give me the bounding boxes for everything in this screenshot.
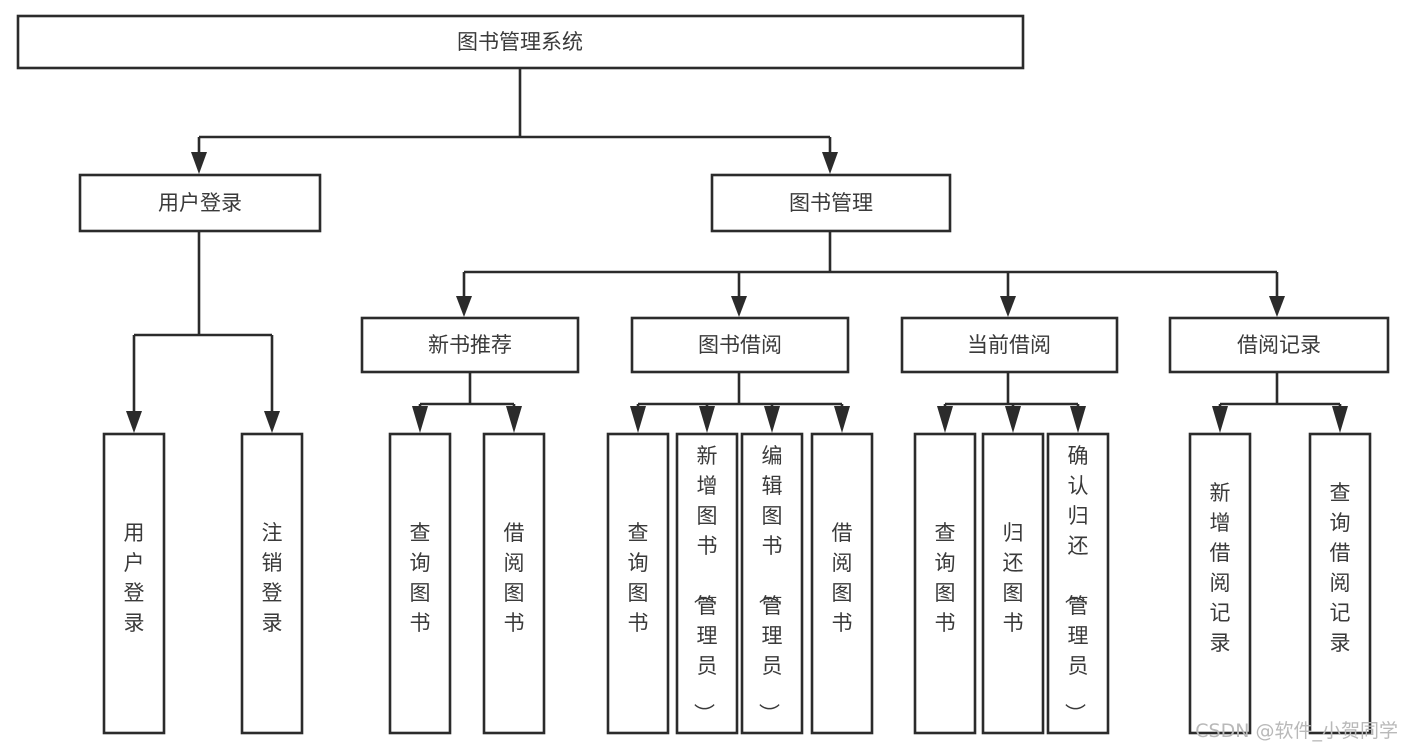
node-borrow-record[interactable]: 借阅记录 xyxy=(1168,316,1390,374)
node-leaf-user-login-box[interactable] xyxy=(102,432,166,735)
node-user-login-box[interactable] xyxy=(78,173,322,233)
node-current-borrow-label: 当前借阅 xyxy=(967,333,1051,357)
node-leaf-query-book-3-label: 查询图书 xyxy=(935,521,956,635)
node-book-manage-label: 图书管理 xyxy=(789,191,873,215)
node-leaf-confirm-return-box[interactable] xyxy=(1046,432,1110,735)
arrow-head-new-book-recommend xyxy=(456,296,472,317)
node-leaf-user-login[interactable]: 用户登录 xyxy=(102,432,166,735)
node-book-manage-box[interactable] xyxy=(710,173,952,233)
node-leaf-add-book[interactable]: 新增图书（管理员） xyxy=(675,432,739,735)
node-leaf-borrow-book-2-label: 借阅图书 xyxy=(832,521,853,635)
arrow-head-book-borrow xyxy=(731,296,747,317)
node-leaf-user-login-label: 用户登录 xyxy=(124,521,145,635)
node-leaf-query-record-box[interactable] xyxy=(1308,432,1372,735)
arrow-head-user-login xyxy=(191,152,207,174)
node-new-book-recommend-box[interactable] xyxy=(360,316,580,374)
node-root-box[interactable] xyxy=(16,14,1025,70)
node-leaf-borrow-book-2[interactable]: 借阅图书 xyxy=(810,432,874,735)
node-leaf-borrow-book-2-box[interactable] xyxy=(810,432,874,735)
node-root[interactable]: 图书管理系统 xyxy=(16,14,1025,70)
node-leaf-query-book-1[interactable]: 查询图书 xyxy=(388,432,452,735)
node-leaf-borrow-book-1[interactable]: 借阅图书 xyxy=(482,432,546,735)
node-leaf-query-book-1-label: 查询图书 xyxy=(410,521,431,635)
node-leaf-borrow-book-1-label: 借阅图书 xyxy=(504,521,525,635)
arrow-head-leaf-edit-book xyxy=(764,406,780,433)
node-book-manage[interactable]: 图书管理 xyxy=(710,173,952,233)
node-current-borrow[interactable]: 当前借阅 xyxy=(900,316,1119,374)
node-book-borrow-box[interactable] xyxy=(630,316,850,374)
node-leaf-query-book-2[interactable]: 查询图书 xyxy=(606,432,670,735)
arrow-head-leaf-query-record xyxy=(1332,406,1348,433)
node-user-login-label: 用户登录 xyxy=(158,191,242,215)
node-leaf-query-book-1-box[interactable] xyxy=(388,432,452,735)
node-leaf-confirm-return-label: 确认归还（管理员） xyxy=(1063,444,1089,724)
arrow-head-leaf-user-logout xyxy=(264,411,280,433)
node-leaf-return-book-box[interactable] xyxy=(981,432,1045,735)
connector-layer xyxy=(126,68,1348,433)
node-new-book-recommend[interactable]: 新书推荐 xyxy=(360,316,580,374)
node-leaf-query-book-2-box[interactable] xyxy=(606,432,670,735)
node-leaf-return-book-label: 归还图书 xyxy=(1003,521,1024,635)
node-borrow-record-label: 借阅记录 xyxy=(1237,333,1321,357)
arrow-head-leaf-query-book-2 xyxy=(630,406,646,433)
arrow-head-leaf-query-book-3 xyxy=(937,406,953,433)
node-leaf-add-book-box[interactable] xyxy=(675,432,739,735)
node-new-book-recommend-label: 新书推荐 xyxy=(428,333,512,357)
node-leaf-user-logout[interactable]: 注销登录 xyxy=(240,432,304,735)
node-root-label: 图书管理系统 xyxy=(457,30,583,54)
arrow-head-leaf-borrow-book-1 xyxy=(506,406,522,433)
arrow-head-leaf-query-book-1 xyxy=(412,406,428,433)
node-leaf-add-record[interactable]: 新增借阅记录 xyxy=(1188,432,1252,735)
arrow-head-book-manage xyxy=(822,152,838,174)
arrow-head-leaf-return-book xyxy=(1005,406,1021,433)
node-leaf-add-record-box[interactable] xyxy=(1188,432,1252,735)
node-leaf-confirm-return[interactable]: 确认归还（管理员） xyxy=(1046,432,1110,735)
node-leaf-borrow-book-1-box[interactable] xyxy=(482,432,546,735)
node-current-borrow-box[interactable] xyxy=(900,316,1119,374)
arrow-head-leaf-confirm-return xyxy=(1070,406,1086,433)
node-leaf-edit-book[interactable]: 编辑图书（管理员） xyxy=(740,432,804,735)
arrow-head-current-borrow xyxy=(1000,296,1016,317)
node-leaf-user-logout-label: 注销登录 xyxy=(262,521,283,635)
node-leaf-query-book-2-label: 查询图书 xyxy=(628,521,649,635)
node-leaf-query-record[interactable]: 查询借阅记录 xyxy=(1308,432,1372,735)
node-leaf-add-record-label: 新增借阅记录 xyxy=(1210,481,1231,655)
arrow-head-borrow-record xyxy=(1269,296,1285,317)
node-leaf-add-book-label: 新增图书（管理员） xyxy=(692,444,718,724)
node-borrow-record-box[interactable] xyxy=(1168,316,1390,374)
arrow-head-leaf-borrow-book-2 xyxy=(834,406,850,433)
node-leaf-edit-book-box[interactable] xyxy=(740,432,804,735)
node-leaf-return-book[interactable]: 归还图书 xyxy=(981,432,1045,735)
node-book-borrow-label: 图书借阅 xyxy=(698,333,782,357)
node-leaf-user-logout-box[interactable] xyxy=(240,432,304,735)
arrow-head-leaf-add-book xyxy=(699,406,715,433)
node-leaf-query-book-3[interactable]: 查询图书 xyxy=(913,432,977,735)
node-leaf-edit-book-label: 编辑图书（管理员） xyxy=(757,444,783,724)
node-book-borrow[interactable]: 图书借阅 xyxy=(630,316,850,374)
node-leaf-query-book-3-box[interactable] xyxy=(913,432,977,735)
node-leaf-query-record-label: 查询借阅记录 xyxy=(1330,481,1351,655)
node-user-login[interactable]: 用户登录 xyxy=(78,173,322,233)
arrow-head-leaf-add-record xyxy=(1212,406,1228,433)
arrow-head-leaf-user-login xyxy=(126,411,142,433)
watermark-label: CSDN @软件_小贺同学 xyxy=(1195,720,1398,742)
